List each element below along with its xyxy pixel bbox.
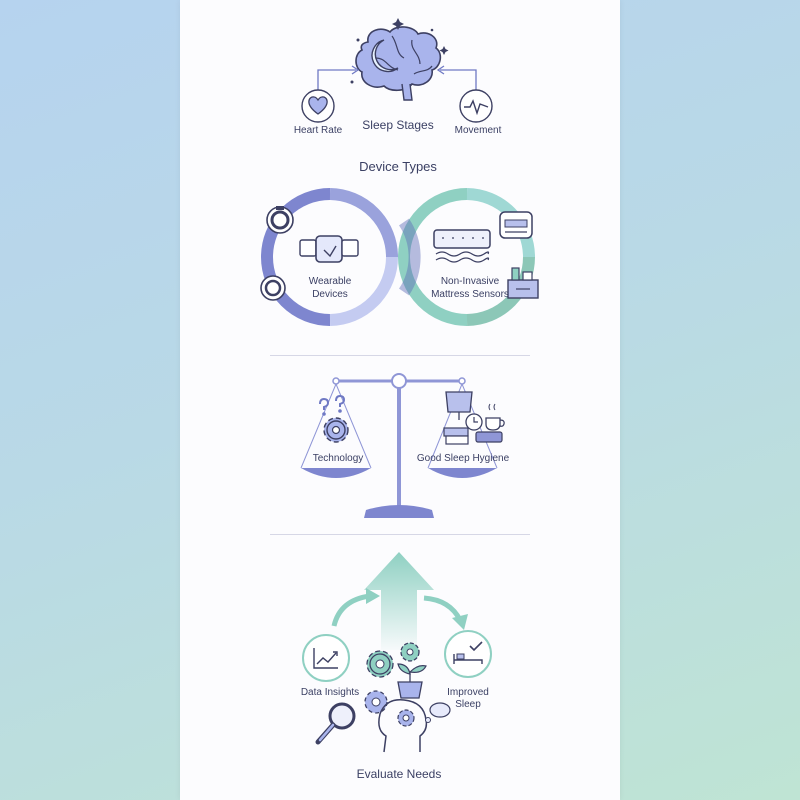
clock-icon xyxy=(465,413,483,431)
magnifier-icon xyxy=(315,702,356,745)
evaluate-needs-label: Evaluate Needs xyxy=(356,767,442,781)
curve-arrow-right xyxy=(423,595,463,622)
heart-rate-label: Heart Rate xyxy=(293,125,343,136)
chart-icon xyxy=(302,634,350,682)
ring-icon-2 xyxy=(260,275,286,301)
scale-icon xyxy=(300,373,498,518)
divider-2 xyxy=(270,534,530,535)
pulse-icon xyxy=(459,89,493,123)
gear-cluster-icon xyxy=(364,642,420,714)
technology-label: Technology xyxy=(312,453,364,464)
coffee-icon xyxy=(485,403,505,431)
wearable-ring xyxy=(261,188,398,326)
mattress-icon xyxy=(433,229,491,263)
wearable-label-line2: Devices xyxy=(312,289,348,300)
lamp-icon xyxy=(445,391,473,420)
mattress-label-line2: Mattress Sensors xyxy=(431,289,509,300)
movement-label: Movement xyxy=(454,125,502,136)
connector-movement-to-brain xyxy=(440,69,477,90)
heart-icon xyxy=(301,89,335,123)
ring-icon xyxy=(266,206,294,234)
curve-arrow-left xyxy=(331,593,371,627)
connector-heart-to-brain xyxy=(317,69,356,90)
improved-sleep-line1: Improved xyxy=(447,687,489,698)
data-insights-label: Data Insights xyxy=(300,687,360,698)
mattress-label-line1: Non-Invasive xyxy=(440,276,500,287)
wearable-label-line1: Wearable xyxy=(308,276,352,287)
sleep-stages-label: Sleep Stages xyxy=(362,118,434,132)
head-icon xyxy=(378,699,428,753)
nightstand-icon xyxy=(507,267,539,299)
gear-icon xyxy=(323,417,349,443)
bed-icon xyxy=(499,211,533,239)
sleep-hygiene-label: Good Sleep Hygiene xyxy=(416,453,510,464)
arrow-up-icon xyxy=(364,552,434,650)
device-types-title: Device Types xyxy=(359,159,437,174)
sparkle-icons xyxy=(350,18,449,84)
question-icon xyxy=(319,394,346,416)
bed-check-icon xyxy=(444,630,492,678)
improved-sleep-line2: Sleep xyxy=(455,699,481,710)
brain-icon xyxy=(355,26,442,101)
plant-icon xyxy=(397,663,427,699)
divider-1 xyxy=(270,355,530,356)
thought-bubble-icon xyxy=(425,702,451,723)
smartwatch-icon xyxy=(299,235,359,263)
moon-icon xyxy=(371,39,399,73)
book-icon xyxy=(443,427,503,445)
